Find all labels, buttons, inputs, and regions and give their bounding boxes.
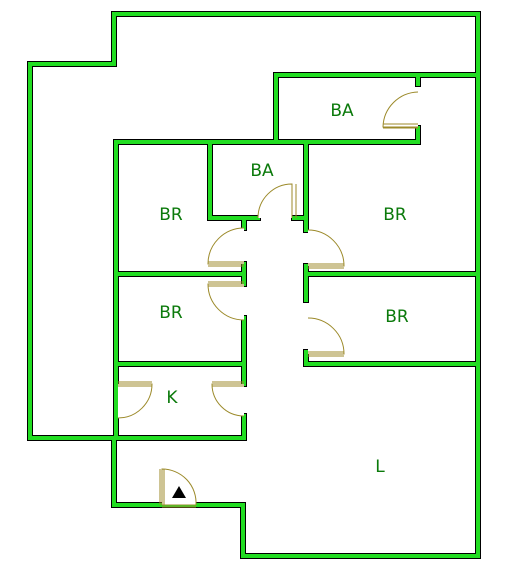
inner-wall-kitchen-top-outline	[113, 361, 247, 387]
room-label-bath-top: BA	[330, 101, 354, 121]
room-label-bed-upper-left: BR	[159, 205, 183, 225]
room-label-bed-lower-right: BR	[385, 307, 409, 327]
door-br-lower-left	[207, 283, 245, 321]
room-label-kitchen: K	[166, 388, 178, 408]
door-ba-top	[382, 91, 419, 128]
door-ba-mid	[257, 183, 293, 219]
inner-wall-ba-top	[274, 73, 480, 144]
door-kitchen-right	[211, 383, 245, 417]
inner-wall-br-lower-right-bottom	[304, 350, 480, 366]
room-label-living: L	[375, 457, 385, 477]
inner-wall-ba-top-outline	[273, 72, 481, 145]
inner-wall-kitchen-left	[114, 382, 246, 440]
room-label-bath-mid: BA	[250, 161, 274, 181]
door-kitchen-left	[117, 383, 153, 419]
wall-green-layer	[28, 12, 480, 558]
room-label-bed-upper-right: BR	[383, 205, 407, 225]
doors	[117, 91, 419, 508]
inner-wall-kitchen-top	[114, 362, 246, 386]
room-labels: BA BA BR BR BR BR K L	[159, 101, 409, 477]
door-br-lower-right	[307, 317, 345, 355]
door-br-upper-left	[207, 227, 245, 265]
room-label-bed-lower-left: BR	[159, 303, 183, 323]
door-br-upper-right	[307, 229, 345, 267]
outer-wall	[28, 12, 480, 558]
entrance-arrow-icon	[172, 486, 186, 498]
